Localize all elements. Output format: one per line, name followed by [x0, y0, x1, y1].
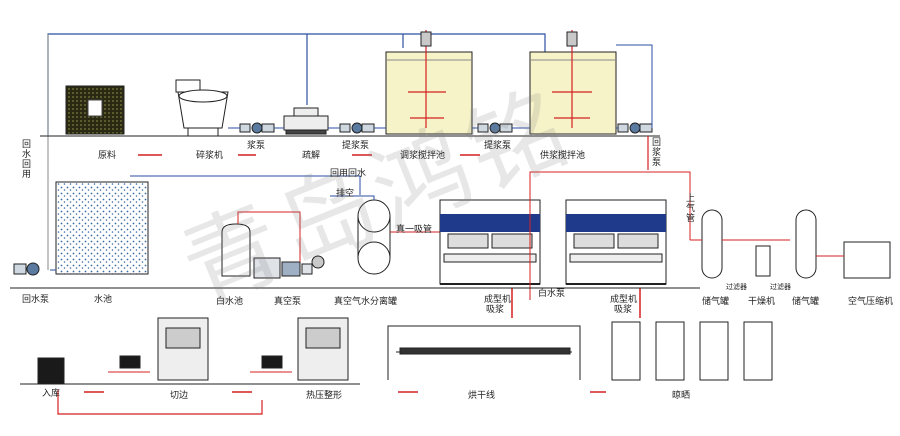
label-pulp-tank1: 调浆搅拌池 [400, 151, 446, 161]
label-air-tank1: 储气罐 [702, 297, 730, 307]
label-forming2b: 吸浆 [614, 305, 633, 315]
pulp-tank-1 [385, 30, 473, 135]
label-air-tank2: 储气罐 [792, 297, 820, 307]
return-water-line [130, 175, 361, 195]
air-system [701, 209, 891, 279]
label-forming2: 成型机 [610, 295, 638, 305]
dryer-line [387, 325, 581, 380]
pipes-row-1 [228, 44, 653, 129]
refiner-machine [283, 107, 329, 135]
label-packing: 入库 [42, 389, 61, 399]
label-filter2: 过滤器 [770, 283, 791, 291]
label-dryer-machine: 干燥机 [748, 297, 776, 307]
white-water-tank [221, 223, 251, 277]
supply-pipe-forming [529, 171, 691, 300]
pulper-machine [175, 79, 229, 137]
return-pump-left [13, 262, 40, 276]
label-supply-right: 回浆泵 [652, 138, 662, 168]
label-raw-material: 原料 [98, 151, 117, 161]
vacuum-separator [357, 199, 391, 275]
separator-link [330, 195, 375, 200]
air-pipes [690, 239, 844, 257]
vacuum-pump-unit [253, 255, 325, 279]
label-wet-pipe: 真一吸管 [396, 225, 433, 235]
label-pulp-tank2: 供浆搅拌池 [540, 151, 586, 161]
row3-equipment [37, 317, 349, 385]
label-refiner: 疏解 [302, 151, 321, 161]
label-air-compressor: 空气压缩机 [848, 297, 894, 307]
label-water-tank: 白水池 [216, 297, 244, 307]
label-pump1: 浆泵 [247, 141, 266, 151]
label-forming1: 成型机 [484, 295, 512, 305]
label-return-top: 回用回水 [330, 169, 367, 179]
label-vacuum-pump: 真空泵 [274, 297, 302, 307]
label-drying-rack: 晾晒 [672, 391, 691, 401]
bottom-return-line [57, 390, 263, 415]
pump-row-top [239, 122, 653, 134]
label-water-sep: 白水泵 [538, 289, 566, 299]
label-vent: 排空 [336, 189, 355, 199]
label-return-pump: 回水泵 [22, 295, 50, 305]
pulp-tank-2 [529, 30, 617, 135]
label-hot-press: 热压整形 [306, 391, 343, 401]
drying-racks [611, 321, 773, 381]
label-trimming: 切边 [170, 391, 189, 401]
water-pool [55, 181, 149, 275]
label-pump3: 提浆泵 [484, 141, 512, 151]
forming-machine-2 [565, 199, 667, 285]
label-filter1: 过滤器 [726, 283, 747, 291]
label-water-pool: 水池 [94, 295, 113, 305]
label-pulper: 碎浆机 [196, 151, 224, 161]
label-pump2: 提浆泵 [342, 141, 370, 151]
label-forming1b: 吸浆 [486, 305, 505, 315]
forming-machine-1 [439, 199, 541, 285]
label-upper-air: 上气管 [686, 194, 696, 224]
vacuum-line [237, 211, 301, 262]
label-separator: 真空气水分离罐 [334, 297, 398, 307]
label-dryer-line: 烘干线 [468, 391, 496, 401]
label-return-left: 回水回用 [22, 140, 32, 180]
